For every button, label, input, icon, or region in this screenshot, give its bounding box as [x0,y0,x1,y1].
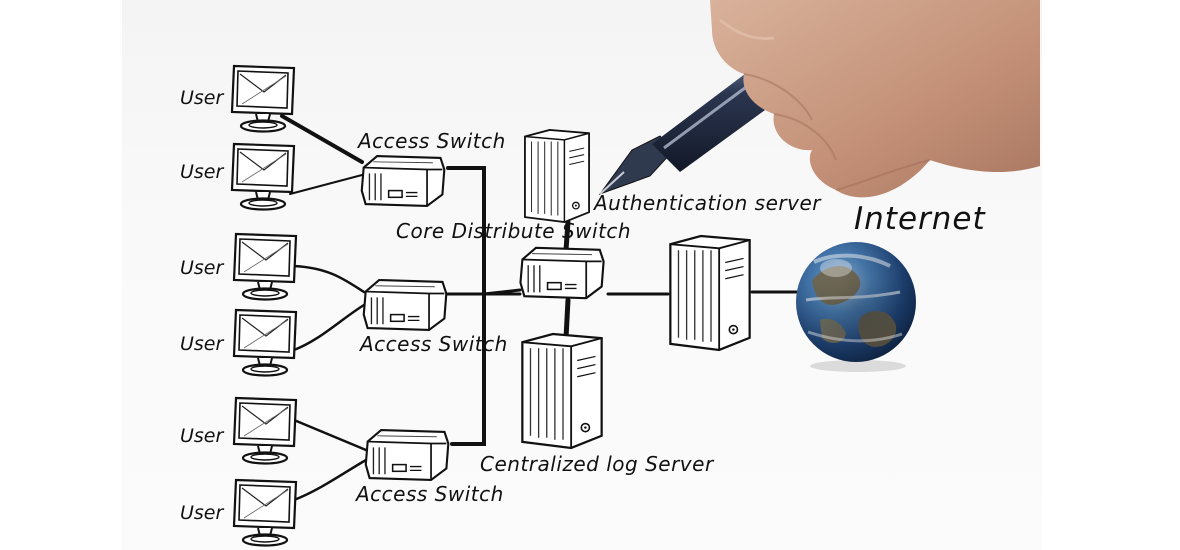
monitor-icon [232,308,298,377]
core-switch-icon [519,246,605,300]
label-user: User [180,502,224,524]
label-access-switch-top: Access Switch [356,129,506,153]
label-core-distribute-switch: Core Distribute Switch [396,219,631,243]
diagram-labels: User User User User User User Access Swi… [180,87,986,524]
label-user: User [180,257,224,279]
label-authentication-server: Authentication server [592,191,822,215]
label-access-switch-middle: Access Switch [358,332,508,356]
label-user: User [180,161,224,183]
monitor-icon [230,142,296,211]
label-user: User [180,87,224,109]
label-access-switch-bottom: Access Switch [354,482,504,506]
label-centralized-log-server: Centralized log Server [480,452,715,476]
label-user: User [180,425,224,447]
user-terminals [230,64,298,547]
globe-icon [796,242,916,372]
network-switch-icon [360,154,446,208]
authentication-server-icon [524,129,590,223]
hand-holding-pen [598,0,1040,198]
monitor-icon [230,64,296,133]
label-user: User [180,333,224,355]
access-switches [360,154,450,482]
network-switch-icon [362,278,448,332]
log-server-icon [521,332,603,450]
monitor-icon [232,396,298,465]
network-switch-icon [364,428,450,482]
gateway-server-icon [669,234,751,352]
monitor-icon [232,232,298,301]
label-internet: Internet [854,201,986,237]
monitor-icon [232,478,298,547]
connection-lines [280,114,802,502]
